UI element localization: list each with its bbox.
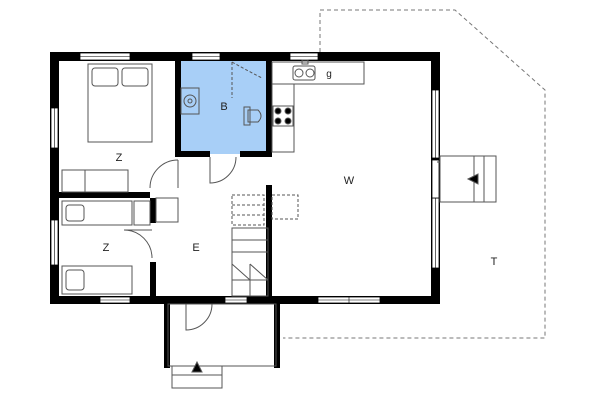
kitchen-sink	[292, 65, 316, 81]
room-label-terrace: T	[491, 256, 498, 268]
room-label-living: W	[344, 175, 355, 187]
room-label-entrance: E	[192, 242, 199, 254]
bench	[61, 169, 129, 193]
stove	[272, 105, 294, 127]
arrow-icon	[466, 173, 479, 185]
furniture	[61, 59, 365, 297]
double-bed	[87, 63, 153, 143]
room-label-bedroom-lower: Z	[103, 242, 110, 254]
single-bed	[61, 200, 133, 226]
room-label-bedroom-upper: Z	[116, 152, 123, 164]
kitchen-sink-label: g	[326, 69, 332, 80]
arrow-icon	[191, 360, 203, 373]
porch	[167, 303, 277, 389]
side-steps	[439, 155, 497, 203]
washbasin	[183, 94, 197, 108]
room-label-bathroom: B	[220, 101, 227, 113]
bathroom-fill	[180, 60, 270, 154]
single-bed	[61, 265, 133, 295]
kitchen-counter	[271, 61, 365, 85]
terrace-outline	[283, 9, 546, 339]
window-icon	[431, 159, 440, 199]
toilet	[247, 109, 262, 123]
